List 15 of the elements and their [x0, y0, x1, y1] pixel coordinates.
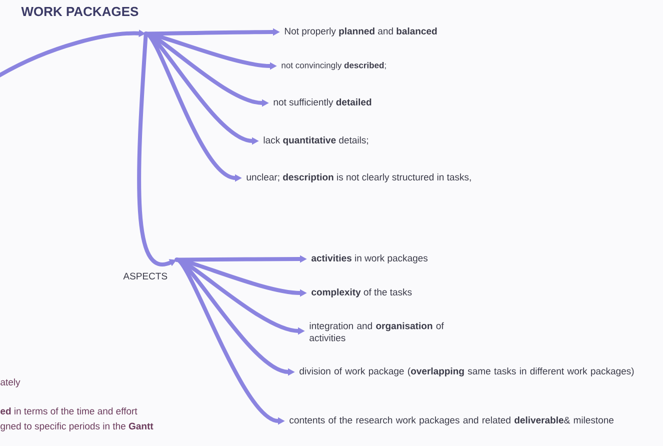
branch-text: integration and organisation of activities: [310, 322, 444, 342]
branch-text: Not properly planned and balanced: [285, 28, 437, 36]
note-text: ed in terms of the time and effort: [0, 408, 138, 414]
branch-text: lack quantitative details;: [264, 136, 368, 146]
branch-text: complexity of the tasks: [312, 288, 412, 298]
note-text: ately: [0, 378, 20, 388]
branch-text: contents of the research work packages and related deliverable& milestone: [290, 416, 614, 426]
branch-text: division of work package (overlapping same tasks in different work packages): [300, 368, 634, 376]
branch-text: ASPECTS: [123, 272, 168, 280]
branch-text: activities in work packages: [312, 254, 428, 264]
note-text: gned to specific periods in the Gantt: [0, 422, 154, 432]
heading-text: WORK PACKAGES: [21, 6, 138, 16]
branch-text: unclear; description is not clearly structured in tasks,: [246, 174, 471, 182]
branch-text: not convincingly described;: [282, 62, 386, 70]
branch-text: not sufficiently detailed: [274, 98, 372, 108]
